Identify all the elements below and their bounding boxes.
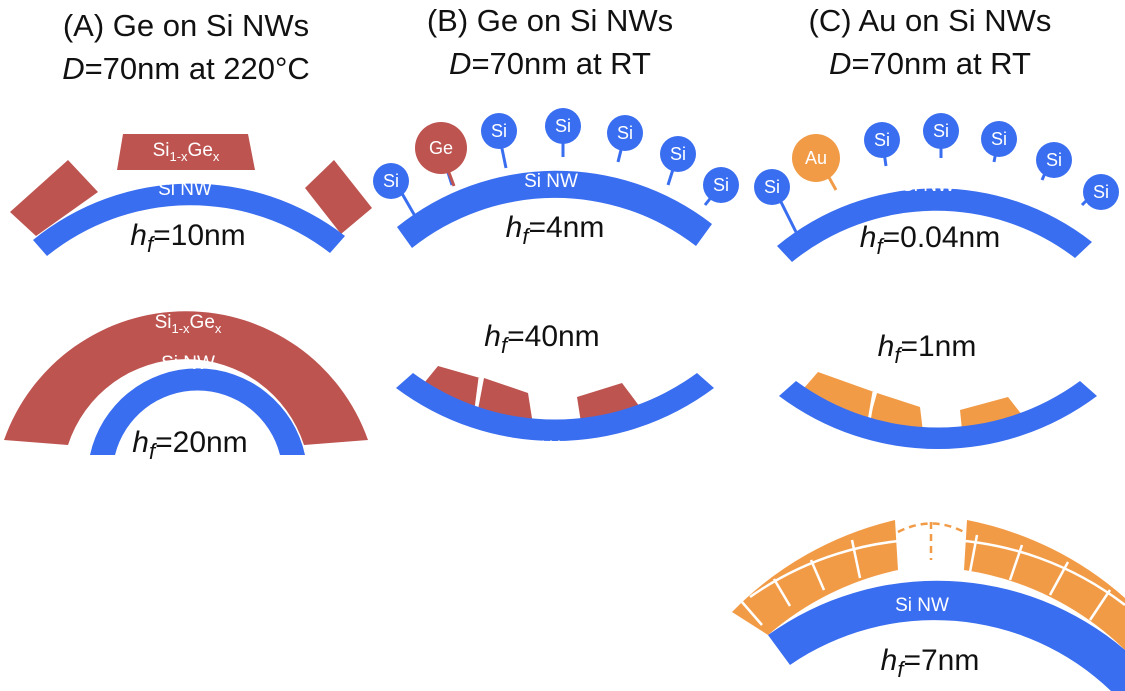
si-atom — [864, 122, 900, 158]
si-nanowire-arc — [33, 183, 345, 256]
hf-label: hf=1nm — [878, 330, 977, 368]
svg-text:Si: Si — [670, 144, 686, 164]
hf-label: hf=4nm — [506, 211, 605, 249]
panel-a-title-line1: (A) Ge on Si NWs — [63, 8, 309, 43]
hf-label: hf=20nm — [132, 426, 247, 464]
panel-b-title-line2: D=70nm at RT — [449, 46, 651, 81]
au-island-left — [798, 372, 874, 421]
sige-island-left — [10, 160, 98, 236]
panel-a-title-rest: =70nm at 220°C — [85, 51, 310, 86]
svg-text:Si: Si — [617, 123, 633, 143]
svg-text:Si: Si — [1046, 150, 1062, 170]
si-nw-label: Si NW — [506, 438, 560, 459]
si-nw-label: Si NW — [895, 449, 949, 470]
sige-shell — [4, 311, 368, 445]
panel-c-title-rest: =70nm at RT — [851, 46, 1031, 81]
au-atom-label: Au — [805, 148, 827, 168]
hf-label: hf=7nm — [881, 644, 980, 682]
sige-label: Si1-xGex — [155, 312, 222, 336]
au-atom — [792, 134, 840, 182]
removed-grain-outline — [897, 522, 965, 560]
hf-label: hf=10nm — [130, 219, 245, 257]
panel-a-title-line2: D=70nm at 220°C — [62, 51, 310, 86]
svg-text:Si: Si — [1093, 182, 1109, 202]
si-atoms — [754, 113, 1119, 210]
si-nanowire-arc — [768, 580, 1125, 691]
si-atom — [1036, 142, 1072, 178]
si-nanowire-arc — [779, 381, 1097, 450]
si-nanowire-arc — [777, 188, 1092, 262]
si-atom — [1083, 174, 1119, 210]
si-atom-labels: Si Si Si Si Si Si — [764, 121, 1109, 202]
panel-c-title-line1: (C) Au on Si NWs — [809, 3, 1052, 38]
ge-island-left — [420, 366, 480, 409]
svg-text:Si: Si — [491, 121, 507, 141]
au-film — [964, 520, 1125, 650]
panel-a-top: Si1-xGex Si NW hf=10nm — [10, 134, 372, 257]
panel-c-bottom: Si NW hf=7nm — [732, 520, 1125, 691]
si-atom — [373, 163, 409, 199]
si-nanowire-arc — [397, 170, 712, 248]
panel-c-title-italic: D — [829, 46, 851, 81]
si-atom — [923, 113, 959, 149]
svg-text:Si: Si — [991, 129, 1007, 149]
svg-text:Si: Si — [764, 177, 780, 197]
svg-text:Si: Si — [383, 171, 399, 191]
si-nanowire-arc — [396, 373, 714, 442]
panel-b-title-italic: D — [449, 46, 471, 81]
panel-b-title-rest: =70nm at RT — [471, 46, 651, 81]
svg-text:Si: Si — [874, 130, 890, 150]
si-nw-label: Si NW — [161, 353, 215, 374]
hf-label: hf=0.04nm — [860, 221, 1000, 259]
ge-atom-label: Ge — [429, 138, 453, 158]
si-nw-label: Si NW — [901, 175, 955, 196]
panel-a-bottom: Si1-xGex Si NW hf=20nm — [4, 311, 368, 464]
si-atom — [754, 169, 790, 205]
panel-b-bottom: Si NW hf=40nm — [396, 320, 714, 459]
panel-a-title-italic: D — [62, 51, 84, 86]
si-atom — [703, 167, 739, 203]
si-nw-label: Si NW — [895, 595, 949, 616]
svg-text:Si: Si — [555, 116, 571, 136]
si-nw-label: Si NW — [158, 179, 212, 200]
si-atom — [607, 115, 643, 151]
si-atom — [545, 108, 581, 144]
sige-label: Si1-xGex — [153, 140, 220, 164]
si-nw-label: Si NW — [524, 171, 578, 192]
sige-island-center — [117, 134, 255, 170]
panel-b-title-line1: (B) Ge on Si NWs — [427, 3, 673, 38]
si-atom-labels: Si Si Si Si Si Si — [383, 116, 729, 195]
si-nanowire-arc — [90, 368, 305, 455]
panel-c-top: Au Si Si Si Si Si Si Si NW hf=0.04nm — [754, 113, 1119, 262]
panel-b-top: Ge Si Si Si Si Si Si Si NW hf=4nm — [373, 108, 739, 249]
au-grain-boundaries — [741, 534, 1125, 626]
svg-text:Si: Si — [933, 121, 949, 141]
panel-c-title-line2: D=70nm at RT — [829, 46, 1031, 81]
si-atom — [660, 136, 696, 172]
panel-c-middle: Si NW hf=1nm — [779, 330, 1097, 470]
hf-label: hf=40nm — [484, 320, 599, 358]
si-atom — [981, 121, 1017, 157]
svg-text:Si: Si — [713, 175, 729, 195]
si-atom — [481, 113, 517, 149]
si-atoms — [373, 108, 739, 203]
ge-atom — [415, 122, 467, 174]
sige-island-right — [305, 160, 372, 234]
